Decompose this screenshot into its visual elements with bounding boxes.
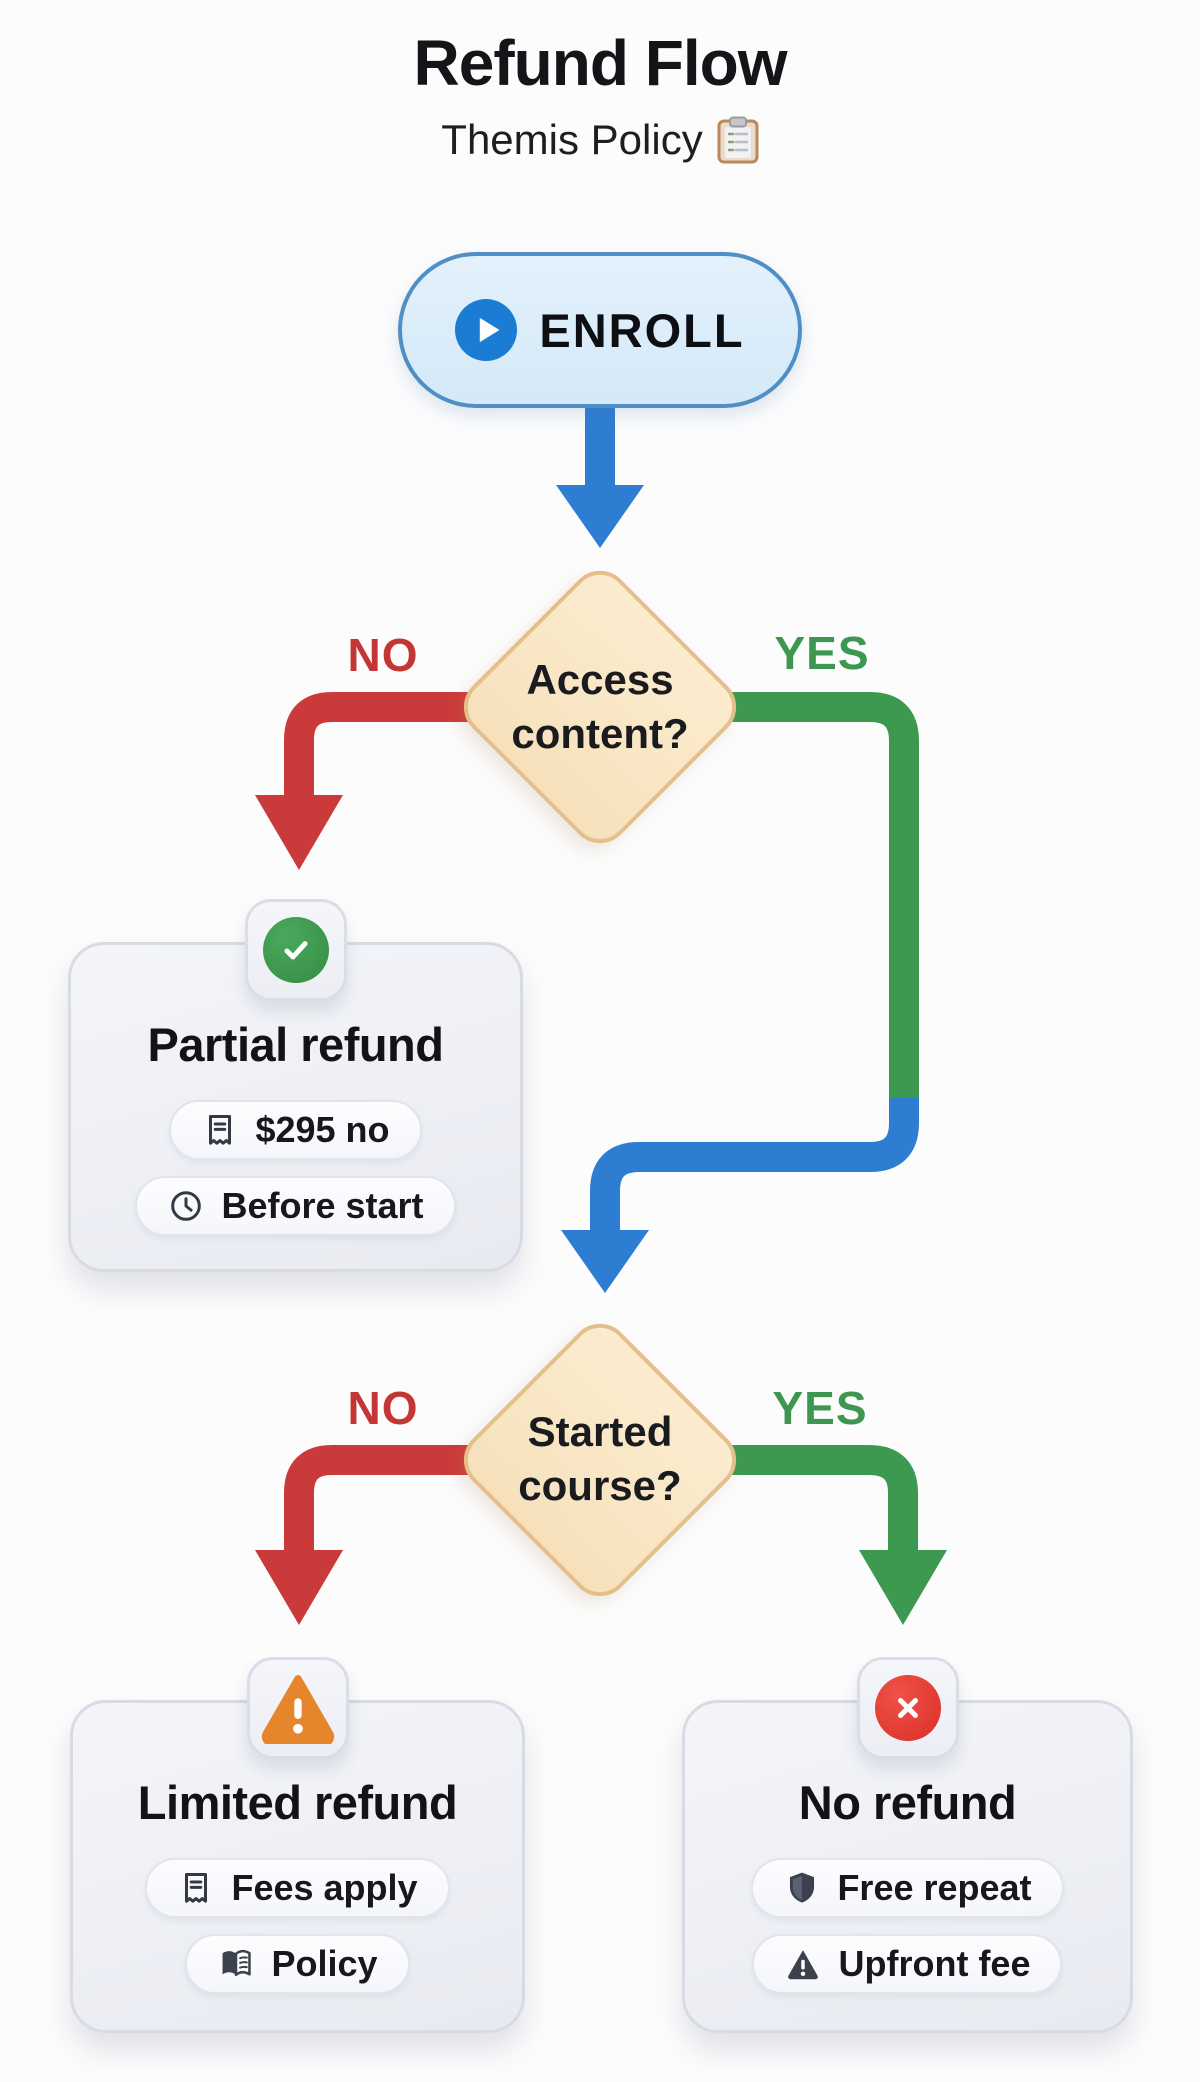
limited-refund-chips: Fees apply Policy: [145, 1858, 450, 1994]
chip-label: $295 no: [255, 1109, 390, 1150]
limited-refund-badge: [246, 1657, 349, 1759]
page-title: Refund Flow: [413, 27, 788, 99]
shield-icon: [790, 1872, 815, 1903]
chip-free-repeat: Free repeat: [751, 1858, 1064, 1918]
book-icon: [223, 1949, 252, 1977]
outcome-card-no-refund: No refund Free repeat Upfront fee: [682, 1657, 1133, 2033]
chip-label: Before start: [221, 1185, 424, 1226]
decision2-no-label: NO: [347, 1382, 419, 1434]
receipt-icon: [185, 1873, 208, 1903]
clipboard-icon: [717, 116, 759, 164]
edge-yes1-green: [730, 692, 919, 1112]
chip-label: Fees apply: [231, 1867, 418, 1908]
edge-yes1-blue: [590, 1098, 919, 1232]
enroll-label: ENROLL: [539, 303, 745, 357]
edge-to-decision2-arrowhead: [561, 1230, 649, 1293]
edge-yes2-arrowhead: [859, 1550, 947, 1625]
edge-yes2: [730, 1445, 918, 1552]
outcome-card-partial-refund: Partial refund $295 no Before start: [68, 899, 523, 1272]
partial-refund-badge: [244, 899, 347, 1001]
cross-icon: [874, 1675, 941, 1741]
chip-before-start: Before start: [135, 1176, 456, 1236]
page-subtitle: Themis Policy: [0, 116, 1200, 164]
partial-refund-title: Partial refund: [147, 1018, 444, 1071]
decision2-question: Started course?: [518, 1408, 682, 1509]
chip-label: Policy: [271, 1943, 378, 1984]
edge-enroll-down-arrowhead: [556, 485, 644, 548]
decision1-no-label: NO: [347, 629, 419, 681]
limited-refund-title: Limited refund: [137, 1776, 458, 1829]
edge-no1: [284, 692, 470, 797]
chip-295-no: $295 no: [169, 1100, 422, 1160]
edge-no2: [284, 1445, 470, 1552]
no-refund-badge: [856, 1657, 959, 1759]
clock-icon: [171, 1191, 202, 1221]
receipt-icon: [209, 1115, 232, 1145]
chip-fees-apply: Fees apply: [145, 1858, 450, 1918]
chip-upfront-fee: Upfront fee: [752, 1934, 1063, 1994]
play-icon: [455, 299, 518, 361]
chip-label: Free repeat: [837, 1867, 1032, 1908]
enroll-button[interactable]: ENROLL: [398, 252, 802, 408]
edge-no2-arrowhead: [255, 1550, 343, 1625]
check-icon: [262, 917, 329, 983]
decision1-yes-label: YES: [774, 627, 870, 679]
chip-policy: Policy: [185, 1934, 410, 1994]
decision2-yes-label: YES: [772, 1382, 868, 1434]
partial-refund-chips: $295 no Before start: [135, 1100, 456, 1236]
no-refund-chips: Free repeat Upfront fee: [751, 1858, 1064, 1994]
warning-icon: [788, 1950, 819, 1980]
page-subtitle-text: Themis Policy: [441, 116, 703, 163]
outcome-card-limited-refund: Limited refund Fees apply Policy: [70, 1657, 525, 2033]
decision1-question: Access content?: [511, 656, 689, 757]
chip-label: Upfront fee: [838, 1943, 1031, 1984]
edge-no1-arrowhead: [255, 795, 343, 870]
no-refund-title: No refund: [798, 1776, 1017, 1829]
warning-icon: [259, 1672, 337, 1744]
